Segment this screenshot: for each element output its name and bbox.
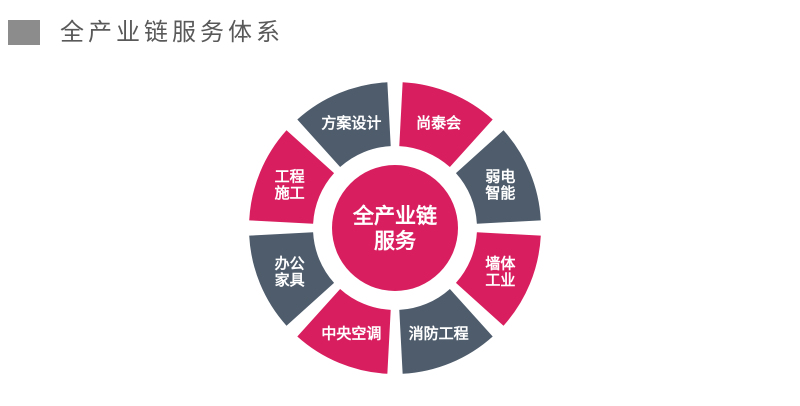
ring-segment-3 <box>399 288 493 374</box>
ring-segment-5 <box>249 232 335 326</box>
title-bullet-icon <box>8 20 40 45</box>
center-label: 全产业链服务 <box>352 204 438 253</box>
ring-segment-2 <box>455 232 541 326</box>
header: 全产业链服务体系 <box>8 20 284 45</box>
ring-segment-0 <box>399 82 493 168</box>
segment-label-0: 尚泰会 <box>416 114 461 132</box>
segment-label-3: 消防工程 <box>409 325 469 343</box>
segment-label-1: 弱电智能 <box>485 167 515 202</box>
center-circle <box>332 165 458 291</box>
segment-label-4: 中央空调 <box>321 325 381 343</box>
ring-segment-1 <box>455 130 541 224</box>
ring-segment-7 <box>297 82 391 168</box>
segment-label-6: 工程施工 <box>275 167 305 202</box>
ring-segment-4 <box>297 288 391 374</box>
segment-label-7: 方案设计 <box>321 114 381 132</box>
ring-segment-6 <box>249 130 335 224</box>
page-title: 全产业链服务体系 <box>60 18 284 46</box>
segment-label-5: 办公家具 <box>275 255 305 290</box>
segment-label-2: 墙体工业 <box>485 255 516 290</box>
